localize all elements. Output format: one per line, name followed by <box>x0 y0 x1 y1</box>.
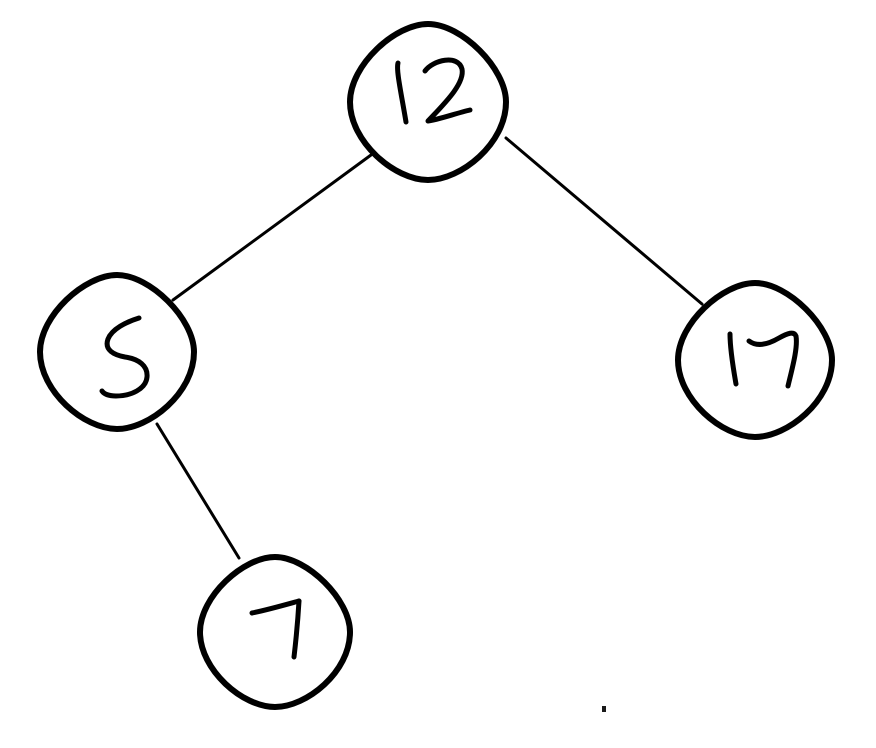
node-17[interactable] <box>675 280 835 440</box>
node-7-label <box>249 598 302 660</box>
edge-12-to-5 <box>171 153 373 302</box>
node-12[interactable] <box>347 21 509 183</box>
ink-dot-icon <box>602 706 606 712</box>
node-7-circle <box>197 554 353 710</box>
node-5[interactable] <box>37 272 197 432</box>
node-5-label <box>99 315 150 399</box>
node-5-circle <box>37 272 197 432</box>
node-12-circle <box>347 21 509 183</box>
node-7[interactable] <box>197 554 353 710</box>
edge-5-to-7 <box>155 422 241 560</box>
node-12-label <box>395 57 473 125</box>
edge-group <box>155 136 704 560</box>
node-17-circle <box>675 280 835 440</box>
edge-12-to-17 <box>504 136 704 306</box>
node-17-label <box>727 330 799 389</box>
